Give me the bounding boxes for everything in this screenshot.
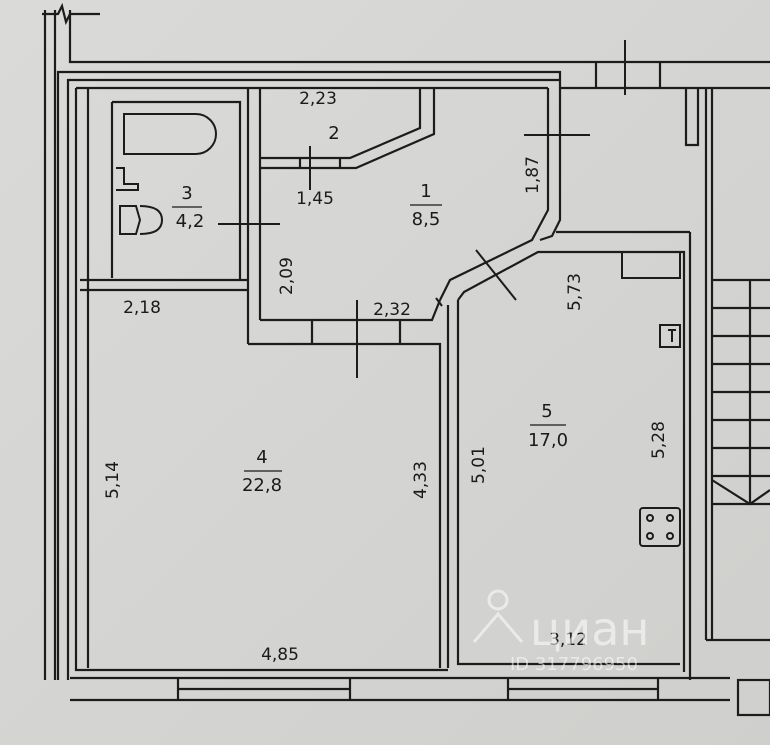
room-4-area: 22,8: [242, 475, 282, 496]
dim-room4-height-left: 5,14: [103, 461, 123, 499]
kitchen-door-mark: [475, 249, 517, 301]
dim-kitchen-width: 3,12: [549, 630, 587, 650]
apartment-wall-left: [74, 88, 448, 672]
kitchen-sink: [659, 324, 681, 348]
bathtub: [123, 113, 217, 155]
watermark-brand: циан: [530, 602, 649, 656]
stair-steps: [712, 278, 770, 506]
door-arrow: [435, 297, 443, 307]
dim-kitchen-height-right: 5,28: [649, 421, 669, 459]
fixtures: [116, 113, 681, 547]
kitchen-wall-inner: [456, 300, 680, 666]
closet-wall-inner: [260, 88, 436, 170]
toilet-bowl: [139, 205, 164, 235]
room-2-number: 2: [328, 123, 339, 144]
dim-hall-bottom: 2,32: [373, 300, 411, 320]
watermark: циан ID 317796950: [472, 589, 649, 675]
walls: [42, 2, 770, 717]
room-3-area: 4,2: [176, 211, 205, 232]
door-marks: [218, 40, 626, 378]
sink: [116, 167, 139, 191]
dim-kitchen-height-left: 5,01: [469, 446, 489, 484]
stair-landing: [736, 678, 770, 717]
stair-column: [684, 88, 700, 147]
kitchen-wall: [457, 250, 686, 672]
room-labels: 1 8,5 2 3 4,2 4 22,8 5 17,0: [172, 123, 568, 496]
toilet-tank: [119, 205, 142, 235]
dim-closet-width: 2,23: [299, 89, 337, 109]
kitchen-counter: [621, 251, 681, 279]
dim-room4-height-right: 4,33: [411, 461, 431, 499]
bathroom-wall: [112, 100, 242, 280]
dim-hall-side: 2,09: [277, 257, 297, 295]
entry-wall: [439, 88, 550, 301]
watermark-logo-icon: [472, 589, 524, 643]
dim-closet-depth: 1,45: [296, 189, 334, 209]
room-4-number: 4: [256, 447, 267, 468]
dim-hall-height: 1,87: [523, 156, 543, 194]
dim-room4-width: 4,85: [261, 645, 299, 665]
break-symbol: [42, 2, 100, 26]
stair-arrow: [711, 479, 770, 506]
hall-wall-bottom: [260, 299, 442, 322]
dim-kitchen-diag: 5,73: [565, 273, 585, 311]
room-5-area: 17,0: [528, 430, 568, 451]
watermark-id: ID 317796950: [510, 654, 638, 675]
outer-wall-inner: [66, 78, 560, 680]
room-5-number: 5: [541, 401, 552, 422]
dim-corridor-width: 2,18: [123, 298, 161, 318]
dimension-labels: 2,23 1,45 1,87 2,09 2,32 2,18 5,14 4,33 …: [103, 89, 669, 665]
room-1-number: 1: [420, 181, 431, 202]
outer-wall-top-far: [68, 10, 770, 64]
entry-wall-inner: [539, 88, 562, 242]
stove: [639, 507, 681, 547]
room-3-number: 3: [181, 183, 192, 204]
closet-wall-outer: [260, 88, 422, 160]
room-1-area: 8,5: [412, 209, 441, 230]
